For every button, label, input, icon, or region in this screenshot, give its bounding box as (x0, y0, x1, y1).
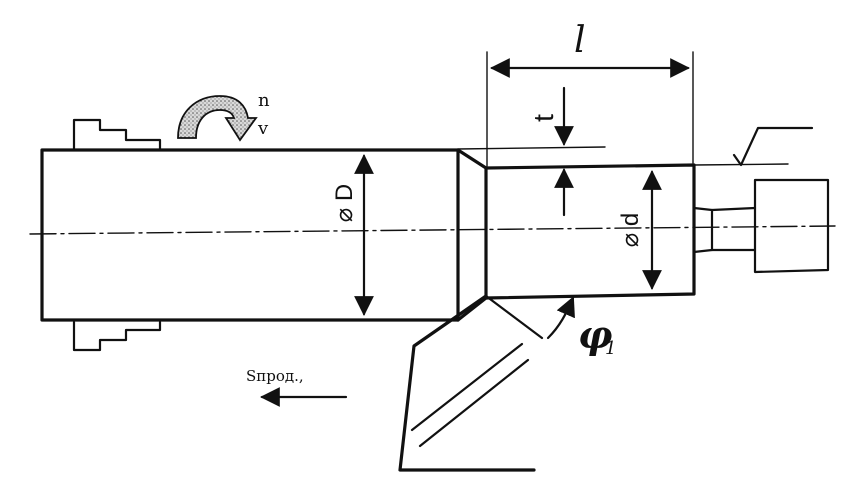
feed-label: Sпрод., (246, 367, 304, 385)
machined-surface-line (485, 165, 606, 169)
tailstock-quill (753, 178, 830, 274)
chuck-jaw-bottom (72, 320, 162, 352)
rotation-arrow-icon (177, 95, 258, 142)
diameter-d-label: ⌀ d (617, 213, 644, 247)
cutting-tool-outline (398, 294, 536, 472)
tool-shank-line-1 (410, 342, 524, 432)
workpiece-chamfer (456, 148, 488, 322)
roughness-symbol (732, 126, 814, 167)
tailstock-center-body (710, 206, 757, 252)
tool-shank-line-2 (418, 358, 530, 448)
angle-arc (546, 296, 575, 340)
chuck-jaw-top (72, 118, 162, 152)
depth-label: t (528, 114, 559, 122)
diameter-D-label: ⌀ D (331, 184, 358, 222)
tailstock-center-tip (692, 206, 714, 254)
speed-v-label: v (257, 118, 269, 139)
tool-cutting-edge (484, 294, 544, 340)
length-label: l (574, 20, 586, 61)
workpiece-turned-section (484, 163, 696, 300)
original-surface-line (457, 146, 606, 150)
angle-phi-label: φ (578, 312, 612, 357)
rotation-n-label: n (258, 90, 270, 111)
angle-subscript-label: 1 (605, 338, 616, 359)
workpiece-main-body (40, 148, 460, 322)
axis-centerline (29, 225, 836, 235)
